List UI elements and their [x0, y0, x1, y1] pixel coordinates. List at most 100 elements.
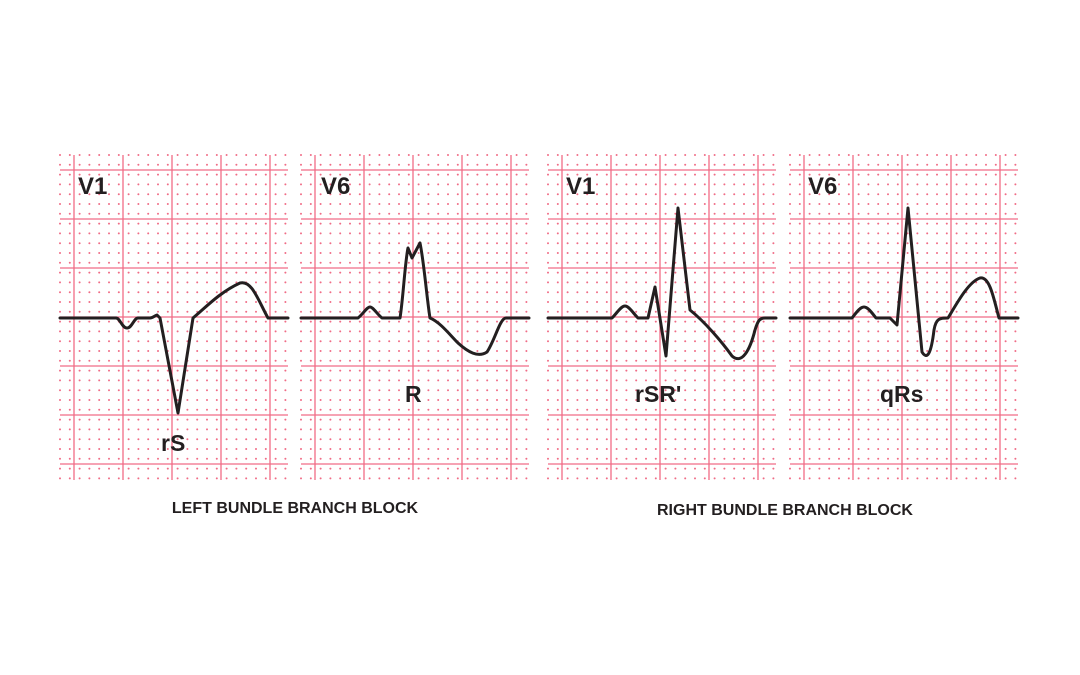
grid-dot [398, 350, 400, 352]
grid-dot [654, 350, 657, 352]
grid-dot [576, 467, 579, 470]
grid-dot [427, 438, 430, 441]
grid-dot [157, 163, 159, 166]
grid-dot [284, 163, 287, 166]
grid-dot [349, 438, 351, 441]
grid-dot [378, 183, 381, 186]
grid-dot [985, 399, 987, 401]
grid-dot [137, 301, 140, 303]
grid-dot [215, 350, 218, 352]
grid-dot [515, 183, 518, 186]
grid-dot [586, 320, 589, 323]
grid-dot [818, 457, 821, 460]
grid-dot [78, 212, 81, 215]
grid-dot [417, 438, 420, 441]
grid-dot [975, 310, 978, 313]
grid-dot [378, 428, 381, 431]
grid-dot [300, 369, 302, 372]
grid-dot [926, 291, 929, 294]
grid-dot [985, 212, 987, 215]
grid-dot [877, 203, 880, 205]
grid-dot [916, 418, 919, 421]
grid-dot [556, 448, 559, 450]
grid-dot [300, 291, 302, 294]
grid-dot [674, 438, 677, 441]
grid-dot [684, 350, 687, 352]
grid-dot [808, 389, 811, 392]
grid-dot [147, 173, 150, 176]
grid-dot [166, 399, 169, 401]
grid-dot [936, 330, 938, 333]
grid-dot [147, 330, 150, 333]
grid-dot [447, 173, 449, 176]
grid-dot [329, 232, 332, 235]
grid-dot [505, 252, 508, 254]
grid-dot [505, 340, 508, 343]
grid-dot [596, 399, 598, 401]
grid-dot [196, 477, 199, 480]
grid-dot [605, 310, 608, 313]
grid-dot [762, 389, 765, 392]
grid-dot [147, 457, 150, 460]
grid-dot [994, 232, 997, 235]
grid-dot [556, 359, 559, 362]
grid-dot [456, 291, 459, 294]
grid-dot [955, 379, 958, 382]
grid-dot [605, 320, 608, 323]
grid-dot [887, 212, 889, 215]
grid-dot [713, 203, 716, 205]
grid-dot [68, 448, 71, 450]
grid-dot [264, 438, 267, 441]
grid-dot [674, 163, 677, 166]
grid-dot [176, 389, 179, 392]
grid-dot [684, 448, 687, 450]
grid-dot [975, 477, 978, 480]
grid-dot [808, 399, 811, 401]
grid-dot [117, 232, 120, 235]
grid-dot [147, 252, 150, 254]
grid-dot [713, 173, 716, 176]
grid-dot [694, 252, 696, 254]
grid-dot [196, 448, 199, 450]
grid-dot [349, 477, 351, 480]
grid-dot [68, 183, 71, 186]
grid-dot [733, 310, 736, 313]
complex-label-qrs: qRs [880, 381, 923, 407]
grid-dot [994, 291, 997, 294]
grid-dot [378, 232, 381, 235]
grid-dot [486, 183, 489, 186]
grid-dot [733, 350, 736, 352]
grid-dot [838, 242, 840, 245]
grid-dot [59, 379, 61, 382]
grid-dot [157, 183, 159, 186]
grid-dot [505, 428, 508, 431]
grid-dot [319, 359, 322, 362]
grid-dot [427, 340, 430, 343]
grid-dot [186, 369, 189, 372]
grid-dot [176, 320, 179, 323]
grid-dot [556, 301, 559, 303]
grid-dot [985, 291, 987, 294]
grid-dot [235, 399, 238, 401]
grid-dot [486, 320, 489, 323]
grid-dot [818, 310, 821, 313]
grid-dot [703, 418, 706, 421]
grid-dot [388, 330, 391, 333]
grid-dot [358, 281, 361, 284]
grid-dot [985, 222, 987, 225]
grid-dot [645, 389, 647, 392]
grid-dot [274, 418, 277, 421]
grid-dot [486, 242, 489, 245]
grid-dot [798, 193, 801, 196]
grid-dot [547, 350, 549, 352]
grid-dot [936, 428, 938, 431]
grid-dot [877, 193, 880, 196]
grid-dot [78, 340, 81, 343]
grid-dot [1014, 399, 1017, 401]
grid-dot [78, 193, 81, 196]
grid-dot [733, 359, 736, 362]
grid-dot [566, 173, 569, 176]
grid-dot [789, 261, 791, 264]
grid-dot [525, 438, 528, 441]
grid-dot [975, 291, 978, 294]
